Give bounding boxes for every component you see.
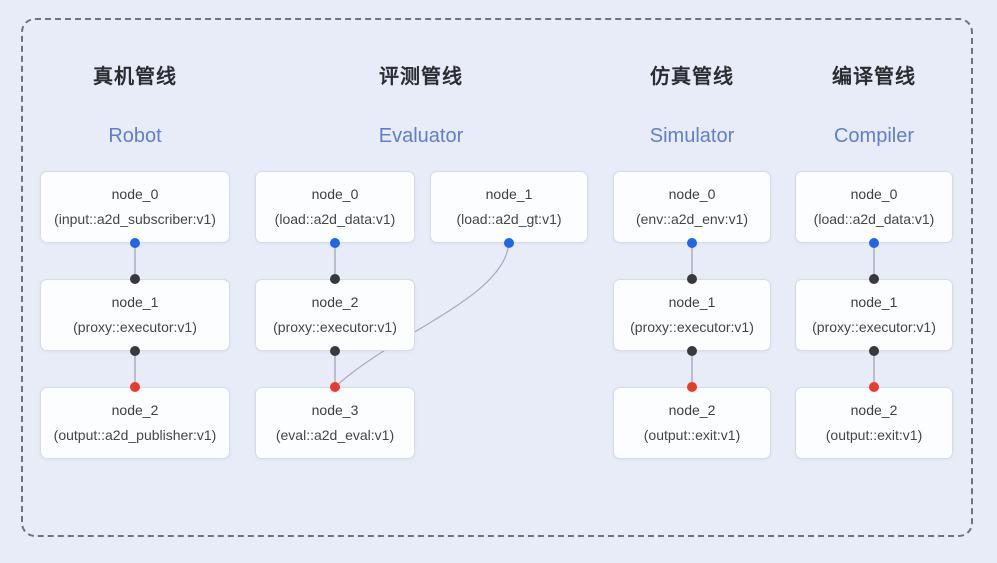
dashed-boundary	[21, 18, 973, 537]
port-target-red-dot	[330, 382, 340, 392]
compiler-node-1[interactable]: node_1 (proxy::executor:v1)	[795, 279, 953, 351]
evaluator-node-3[interactable]: node_3 (eval::a2d_eval:v1)	[255, 387, 415, 459]
pipeline-subtitle-evaluator: Evaluator	[378, 125, 464, 147]
evaluator-node-0[interactable]: node_0 (load::a2d_data:v1)	[255, 171, 415, 243]
node-type: (proxy::executor:v1)	[630, 319, 754, 335]
node-name: node_2	[850, 402, 898, 418]
node-name: node_0	[311, 186, 359, 202]
port-source-dark-dot	[869, 346, 879, 356]
robot-node-0[interactable]: node_0 (input::a2d_subscriber:v1)	[40, 171, 230, 243]
node-name: node_2	[311, 294, 359, 310]
node-type: (eval::a2d_eval:v1)	[275, 427, 395, 443]
port-target-red-dot	[130, 382, 140, 392]
pipeline-subtitle-compiler: Compiler	[833, 125, 915, 147]
port-source-dark-dot	[130, 346, 140, 356]
compiler-node-2[interactable]: node_2 (output::exit:v1)	[795, 387, 953, 459]
evaluator-node-2[interactable]: node_2 (proxy::executor:v1)	[255, 279, 415, 351]
node-type: (load::a2d_data:v1)	[274, 211, 396, 227]
node-name: node_0	[668, 186, 716, 202]
node-type: (load::a2d_gt:v1)	[456, 211, 562, 227]
node-type: (output::exit:v1)	[825, 427, 923, 443]
port-target-dark-dot	[330, 274, 340, 284]
port-target-red-dot	[869, 382, 879, 392]
node-name: node_0	[111, 186, 159, 202]
port-target-dark-dot	[130, 274, 140, 284]
port-source-blue-dot	[330, 238, 340, 248]
port-source-blue-dot	[869, 238, 879, 248]
node-name: node_1	[850, 294, 898, 310]
node-type: (proxy::executor:v1)	[812, 319, 936, 335]
pipeline-title-robot-zh: 真机管线	[93, 66, 177, 88]
node-type: (output::exit:v1)	[643, 427, 741, 443]
node-type: (proxy::executor:v1)	[73, 319, 197, 335]
simulator-node-2[interactable]: node_2 (output::exit:v1)	[613, 387, 771, 459]
node-type: (proxy::executor:v1)	[273, 319, 397, 335]
simulator-node-0[interactable]: node_0 (env::a2d_env:v1)	[613, 171, 771, 243]
node-type: (input::a2d_subscriber:v1)	[54, 211, 216, 227]
port-source-blue-dot	[130, 238, 140, 248]
pipeline-title-compiler-zh: 编译管线	[832, 66, 916, 88]
pipeline-title-simulator-zh: 仿真管线	[650, 66, 734, 88]
node-name: node_1	[485, 186, 533, 202]
port-source-blue-dot	[504, 238, 514, 248]
node-type: (output::a2d_publisher:v1)	[53, 427, 217, 443]
node-name: node_1	[668, 294, 716, 310]
port-source-dark-dot	[330, 346, 340, 356]
node-type: (load::a2d_data:v1)	[813, 211, 935, 227]
edge-evaluator-1-3-curve	[334, 242, 510, 388]
evaluator-node-1[interactable]: node_1 (load::a2d_gt:v1)	[430, 171, 588, 243]
node-name: node_2	[668, 402, 716, 418]
robot-node-1[interactable]: node_1 (proxy::executor:v1)	[40, 279, 230, 351]
node-name: node_3	[311, 402, 359, 418]
node-type: (env::a2d_env:v1)	[635, 211, 749, 227]
node-name: node_2	[111, 402, 159, 418]
port-target-red-dot	[687, 382, 697, 392]
port-source-blue-dot	[687, 238, 697, 248]
port-target-dark-dot	[869, 274, 879, 284]
pipeline-title-evaluator-zh: 评测管线	[379, 66, 463, 88]
simulator-node-1[interactable]: node_1 (proxy::executor:v1)	[613, 279, 771, 351]
pipeline-subtitle-robot: Robot	[108, 125, 162, 147]
port-source-dark-dot	[687, 346, 697, 356]
pipeline-subtitle-simulator: Simulator	[649, 125, 735, 147]
node-name: node_1	[111, 294, 159, 310]
robot-node-2[interactable]: node_2 (output::a2d_publisher:v1)	[40, 387, 230, 459]
node-name: node_0	[850, 186, 898, 202]
compiler-node-0[interactable]: node_0 (load::a2d_data:v1)	[795, 171, 953, 243]
port-target-dark-dot	[687, 274, 697, 284]
